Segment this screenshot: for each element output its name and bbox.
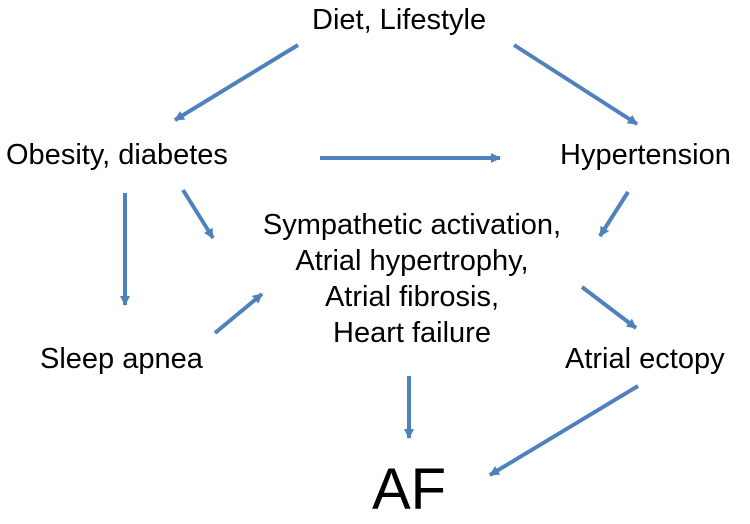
node-af: AF [372,457,447,522]
mechanism-line: Heart failure [333,317,491,349]
node-obesity-diabetes: Obesity, diabetes [6,139,228,171]
mechanism-line: Sympathetic activation, [262,209,562,241]
arrow-obesity-to-mechanisms [181,188,215,240]
node-mechanisms: Sympathetic activation, Atrial hypertrop… [232,207,592,351]
arrow-hypertension-to-mechanisms [598,190,630,238]
node-diet-lifestyle: Diet, Lifestyle [312,4,487,36]
mechanism-line: Atrial fibrosis, [324,281,500,313]
arrow-mechanisms-to-ectopy [580,285,638,330]
arrow-sleep-apnea-to-mechanisms [213,292,264,335]
mechanism-line: Atrial hypertrophy, [295,245,529,277]
arrow-ectopy-to-af [488,384,640,477]
node-hypertension: Hypertension [560,139,731,171]
arrow-diet-to-obesity [173,43,300,122]
node-atrial-ectopy: Atrial ectopy [565,343,725,375]
arrow-diet-to-hypertension [512,43,639,126]
node-sleep-apnea: Sleep apnea [40,343,203,375]
